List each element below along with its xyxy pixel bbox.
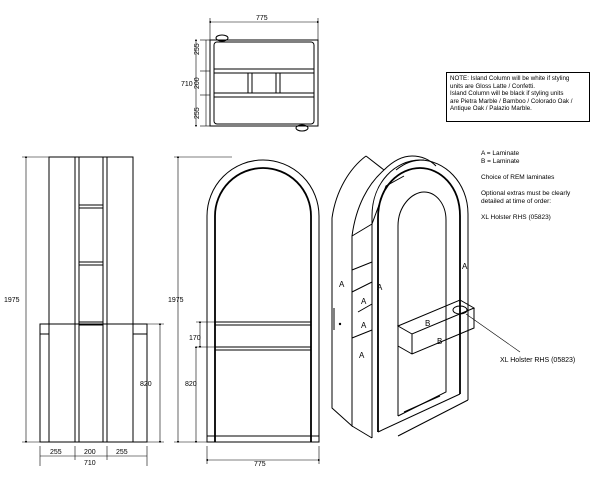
iso-label-b2: B	[437, 337, 442, 346]
side-total-dim: 710	[84, 460, 96, 467]
top-seg-2: 200	[194, 77, 201, 89]
front-band-dim: 170	[189, 335, 201, 342]
iso-label-a6: A	[462, 262, 468, 271]
iso-label-a3: A	[361, 297, 367, 306]
note-line: NOTE: Island Column will be white if sty…	[450, 75, 570, 82]
side-seg-2: 200	[84, 449, 96, 456]
iso-label-b1: B	[425, 319, 430, 328]
note-line: are Pietra Marble / Bamboo / Colorado Oa…	[450, 97, 573, 105]
front-lower-dim: 820	[185, 381, 197, 388]
iso-label-a2: A	[377, 283, 383, 292]
top-view-outline	[209, 39, 319, 127]
side-seg-1: 255	[50, 449, 62, 456]
front-width-dim: 775	[254, 461, 266, 468]
legend-extra: XL Holster RHS (05823)	[481, 214, 551, 221]
side-lower-dim: 820	[140, 381, 152, 388]
top-depth-dim: 710	[181, 81, 193, 88]
top-view: 775 710 255 200 255	[181, 15, 320, 132]
iso-label-a4: A	[361, 321, 367, 330]
top-seg-3: 255	[194, 107, 201, 119]
legend-b: B = Laminate	[481, 158, 520, 165]
holster-callout: XL Holster RHS (05823)	[500, 357, 575, 364]
material-legend: A = Laminate B = Laminate Choice of REM …	[481, 150, 599, 222]
styling-note: NOTE: Island Column will be white if sty…	[446, 72, 590, 122]
note-line: Antique Oak / Palazio Marble.	[450, 105, 532, 113]
legend-choice: Choice of REM laminates	[481, 174, 555, 181]
front-view: 1975 170 820 775	[168, 155, 321, 468]
front-height-dim: 1975	[168, 297, 184, 304]
top-seg-1: 255	[194, 43, 201, 55]
iso-label-a1: A	[339, 280, 345, 289]
legend-a: A = Laminate	[481, 150, 520, 157]
side-height-dim: 1975	[4, 297, 20, 304]
iso-view: A A A A A A B B XL Holster RHS (05823)	[331, 155, 575, 439]
top-width-dim: 775	[256, 15, 268, 22]
iso-label-a5: A	[359, 351, 365, 360]
note-line: units are Gloss Latte / Confetti.	[450, 82, 535, 90]
legend-optional-1: Optional extras must be clearly	[481, 190, 571, 197]
note-line: Island Column will be black if styling u…	[450, 90, 564, 98]
side-seg-3: 255	[116, 449, 128, 456]
side-view: 1975 820 255 200 255 710	[4, 155, 164, 467]
legend-optional-2: detailed at time of order:	[481, 198, 552, 205]
